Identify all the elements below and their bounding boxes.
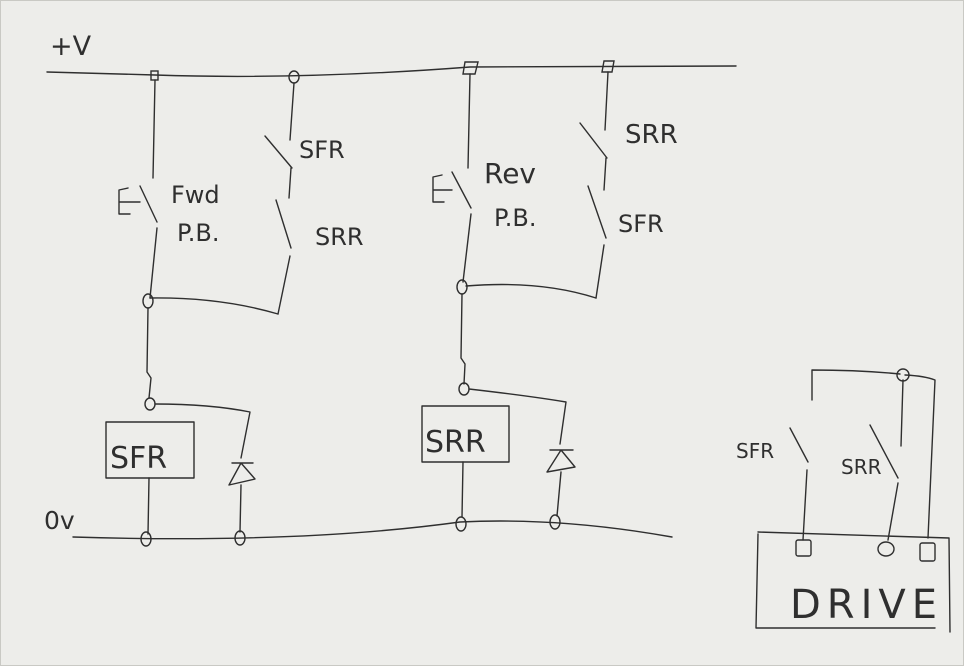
drive-common-wire [811,369,936,539]
rev-pb-label: P.B. [494,204,536,232]
rev-pb-wire [451,73,472,283]
drive-terminal-sfr [795,539,812,557]
srr-coil-feed [468,388,567,445]
drive-terminal-common [919,542,936,562]
node-srr-top [601,60,615,73]
drive-sfr-contact [789,427,809,541]
srr-coil-return [461,461,464,518]
rev-down-wire [460,293,466,385]
node-sfr-coil [144,397,156,411]
srr-diode [546,449,576,517]
drive-terminal-srr [877,541,895,557]
drive-sfr-label: SFR [736,439,774,463]
sfr-contact-wire [264,82,295,315]
sfr-top-label: SFR [299,136,345,164]
srr-hold-label: SRR [315,223,364,251]
fwd-pb-actuator [118,187,141,215]
fwd-pb-label: P.B. [177,219,219,247]
node-srr-0v [455,516,467,532]
plus-v-label: +V [50,31,92,62]
node-rev-top [462,61,479,75]
node-rev-junction [456,279,468,295]
node-srr-diode-0v [549,514,561,530]
sfr-coil-feed [154,403,251,459]
drive-srr-label: SRR [841,455,882,479]
drive-box [755,531,951,633]
node-sfr-diode-0v [234,530,246,546]
sfr-coil-return [147,477,150,535]
node-srr-coil [458,382,470,396]
sfr-diode [228,462,256,533]
node-drive-common [896,368,910,382]
sfr-coil-box [105,421,195,479]
node-sfr-top [288,70,300,84]
coil-sfr-label: SFR [110,441,167,476]
fwd-pb-wire [139,79,158,299]
coil-srr-label: SRR [425,425,486,460]
node-sfr-0v [140,531,152,547]
sfr-hold-label: SFR [618,210,664,238]
srr-coil-box [421,405,510,463]
rev-pb-actuator [432,174,453,203]
rev-label: Rev [484,157,536,190]
zero-v-label: 0v [44,506,75,535]
fwd-label: Fwd [171,181,220,209]
srr-contact-wire [579,71,609,299]
srr-top-label: SRR [625,120,678,150]
node-fwd-junction [142,293,154,309]
fwd-join-wire [149,297,279,315]
zero-v-rail [72,520,673,540]
fwd-down-wire [146,307,152,399]
plus-v-rail [46,65,737,78]
rev-join-wire [465,283,597,299]
drive-label: DRIVE [790,582,943,628]
drive-srr-contact [869,424,899,541]
